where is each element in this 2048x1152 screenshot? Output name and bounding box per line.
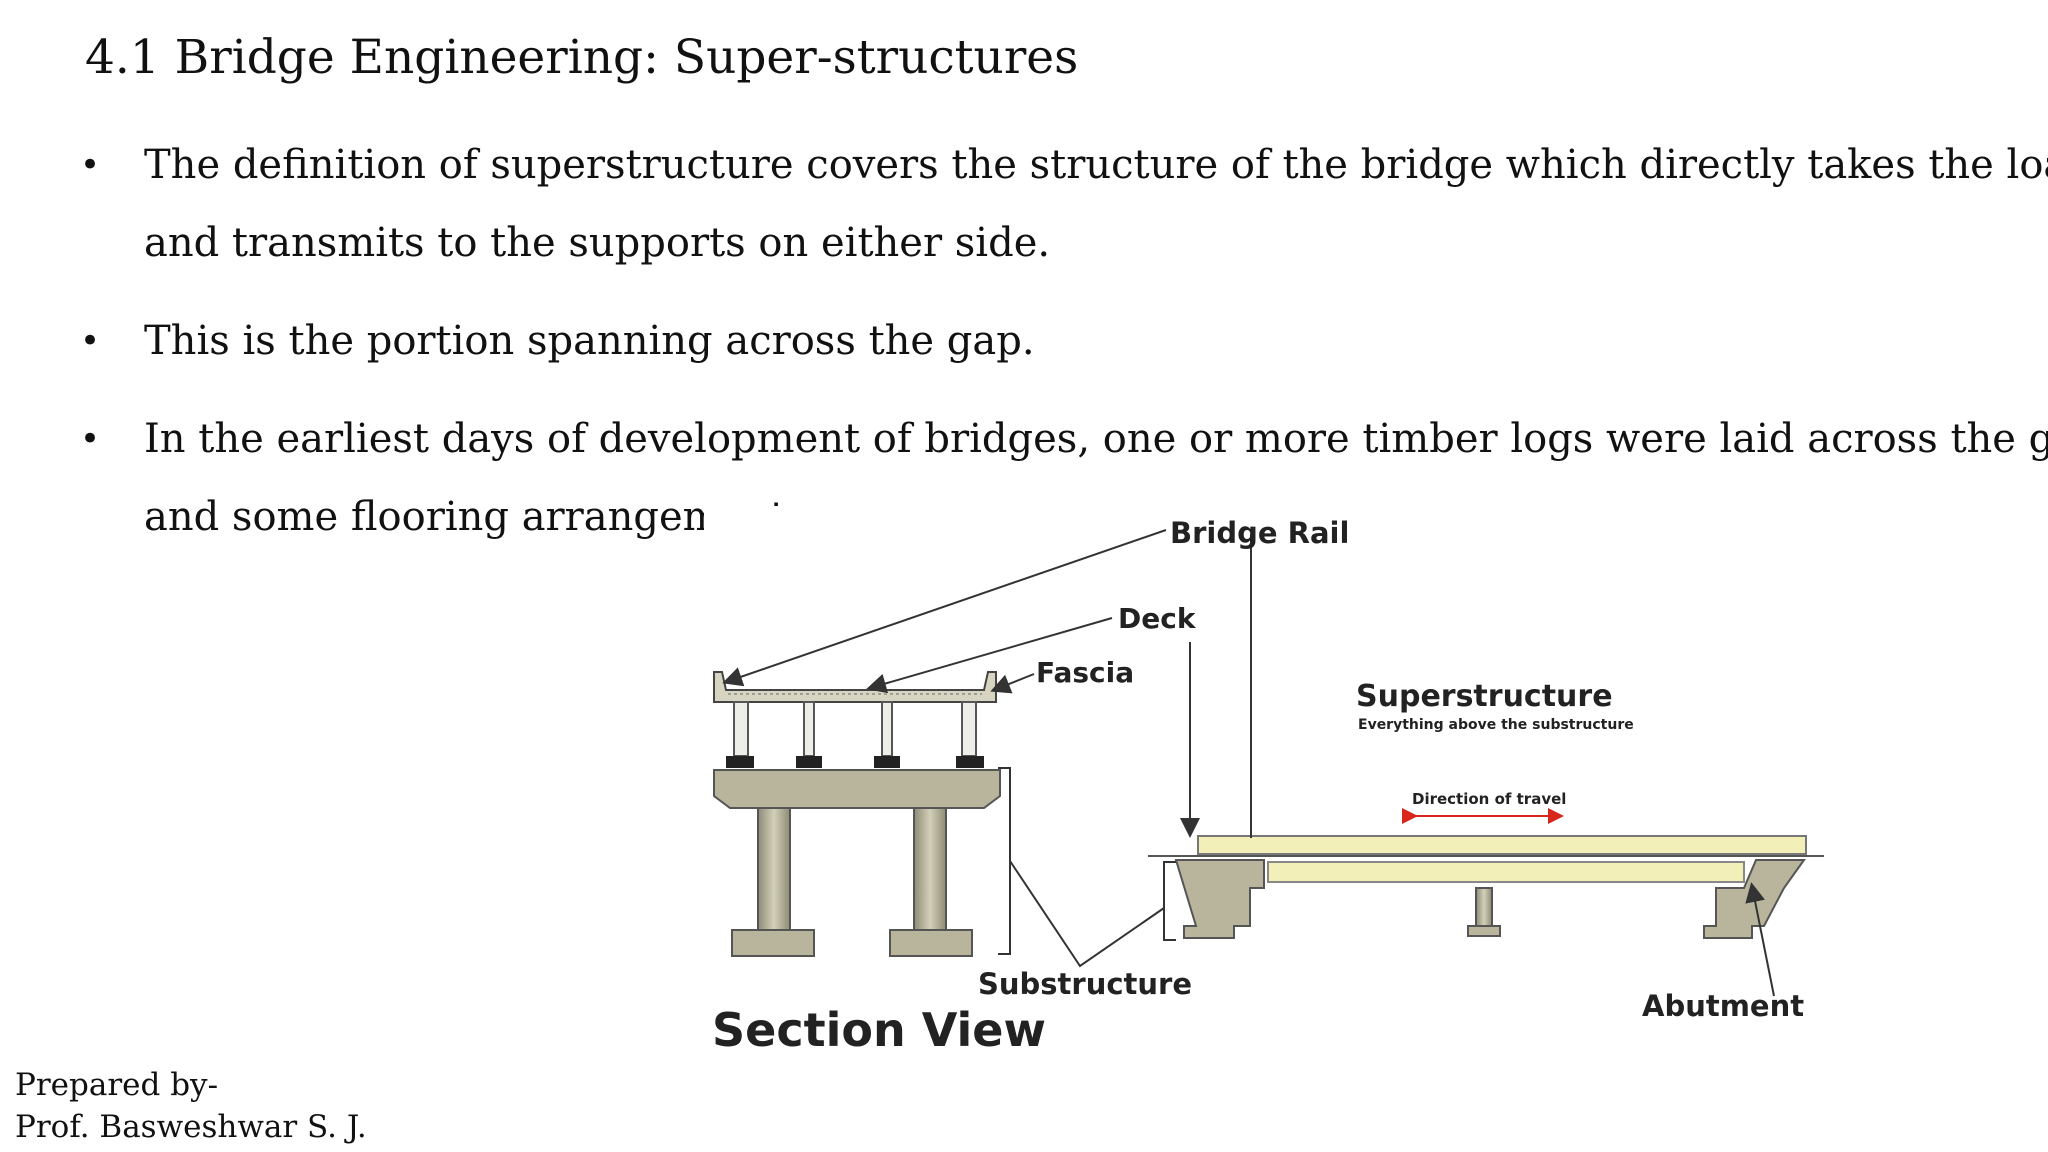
bullet-item: • This is the portion spanning across th…: [80, 302, 2000, 380]
section-footing-left: [731, 929, 815, 957]
label-bridge-rail: Bridge Rail: [1170, 516, 1349, 550]
bullet-item: • The definition of superstructure cover…: [80, 126, 2048, 282]
bullet-dot-icon: •: [80, 145, 101, 185]
section-column-right: [913, 807, 947, 931]
bullet-line: The definition of superstructure covers …: [144, 142, 2048, 188]
label-superstructure-sub: Everything above the substructure: [1358, 717, 1634, 733]
elevation-girder: [1267, 861, 1745, 883]
elevation-pier: [1475, 887, 1493, 927]
section-deck-slab: [713, 671, 997, 703]
slide-title: 4.1 Bridge Engineering: Super-structures: [85, 30, 1079, 85]
label-direction: Direction of travel: [1412, 790, 1566, 808]
label-fascia: Fascia: [1036, 656, 1134, 689]
elevation-deck: [1197, 835, 1807, 855]
label-superstructure: Superstructure: [1356, 679, 1613, 714]
label-substructure: Substructure: [978, 967, 1192, 1001]
author-name: Prof. Basweshwar S. J.: [15, 1109, 367, 1145]
bullet-dot-icon: •: [80, 419, 101, 459]
section-column-left: [757, 807, 791, 931]
bullet-line: and some flooring arrangement: [144, 494, 787, 540]
bridge-diagram: Bridge Rail Deck Fascia Superstructure E…: [704, 506, 1824, 1152]
bullet-line: and transmits to the supports on either …: [144, 220, 1051, 266]
footer-credit: Prepared by- Prof. Basweshwar S. J.: [15, 1064, 367, 1148]
label-deck: Deck: [1118, 602, 1197, 635]
elevation-view-drawing: [1148, 808, 1824, 941]
leader-lines: [722, 529, 1775, 997]
bullet-line: In the earliest days of development of b…: [144, 416, 2048, 462]
section-pier-cap: [713, 769, 1001, 809]
bullet-line: This is the portion spanning across the …: [144, 318, 1035, 364]
label-section-view: Section View: [712, 1003, 1046, 1057]
prepared-by-label: Prepared by-: [15, 1067, 219, 1103]
label-abutment: Abutment: [1642, 989, 1804, 1023]
bridge-diagram-svg: Bridge Rail Deck Fascia Superstructure E…: [712, 516, 1824, 1057]
bullet-dot-icon: •: [80, 321, 101, 361]
section-girders: [733, 701, 977, 757]
abutment-left: [1174, 859, 1265, 939]
bullet-item: • In the earliest days of development of…: [80, 400, 2048, 556]
section-view-drawing: [713, 671, 1011, 957]
bullet-list: • The definition of superstructure cover…: [80, 126, 2048, 576]
section-footing-right: [889, 929, 973, 957]
